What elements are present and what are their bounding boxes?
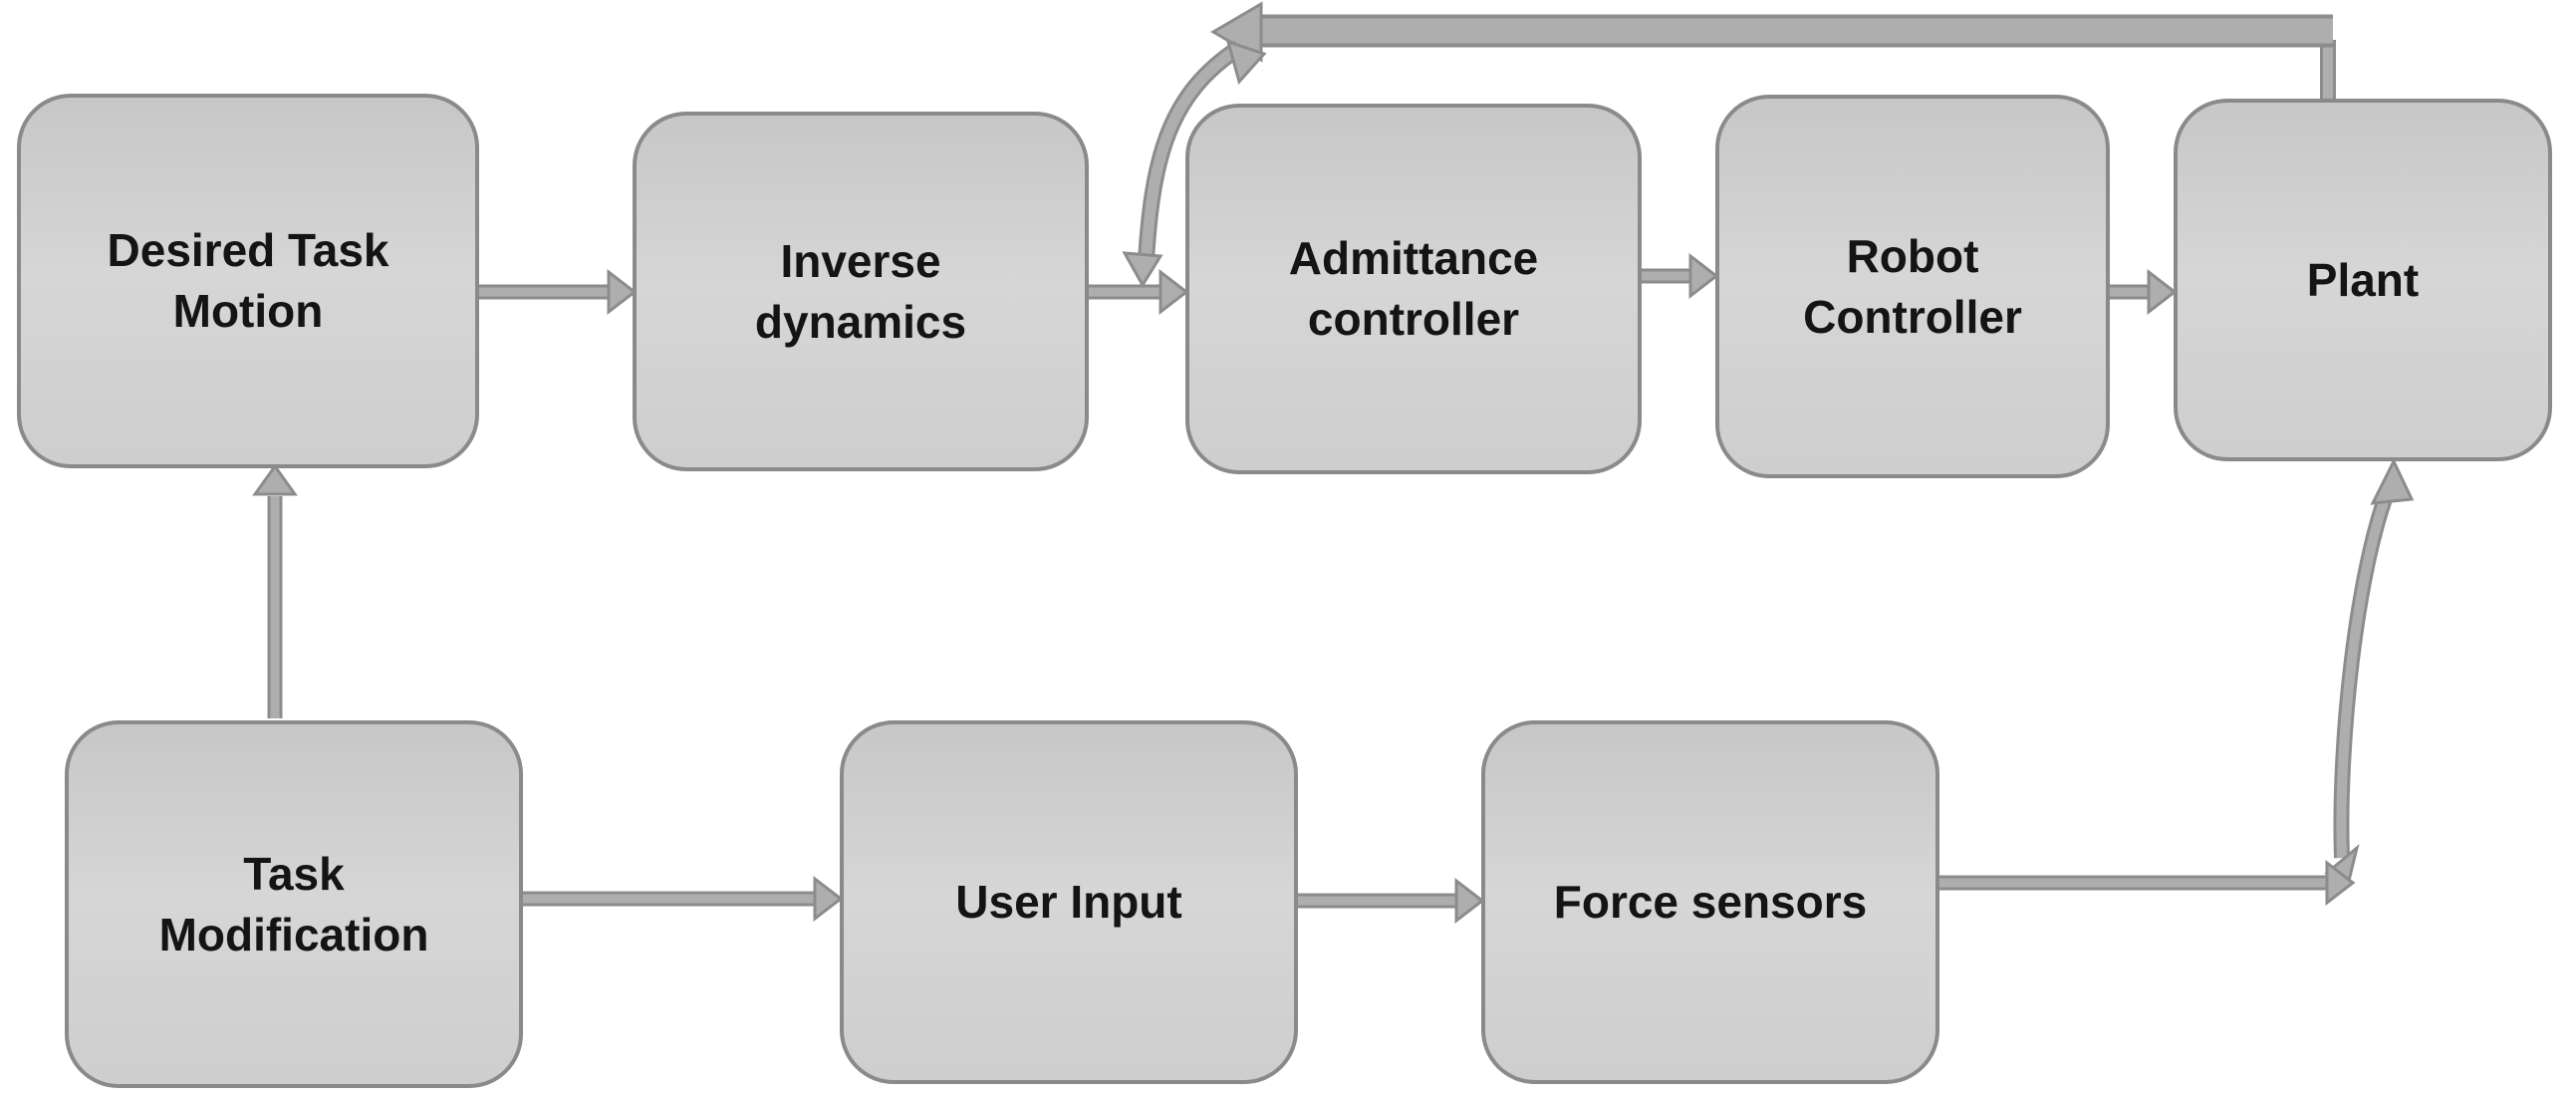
big-left-arrowhead — [1210, 1, 1263, 63]
up-arrowhead — [2370, 457, 2415, 505]
node-inverse-dynamics: Inverse dynamics — [633, 112, 1089, 471]
edge-feedback-curve-to-plant — [2324, 457, 2415, 888]
edge-userinput-to-forcesensors — [1298, 877, 1485, 925]
right-arrowhead — [813, 875, 844, 923]
edge-taskmod-to-userinput — [523, 875, 844, 923]
edge-inverse-to-admittance — [1089, 268, 1189, 316]
right-arrowhead — [607, 268, 638, 316]
node-label: Admittance controller — [1288, 232, 1539, 345]
node-label: Force sensors — [1553, 876, 1868, 929]
edge-plant-to-feedback-bar — [1210, 1, 2336, 99]
small-upleft-arrowhead — [1225, 39, 1267, 86]
right-arrowhead — [2325, 859, 2356, 907]
node-label: Robot Controller — [1803, 229, 2022, 343]
edge-taskmod-to-desired — [252, 463, 298, 718]
node-label: Task Modification — [158, 847, 429, 961]
edge-admittance-to-robot — [1642, 252, 1719, 300]
node-desired-task-motion: Desired Task Motion — [17, 94, 479, 468]
node-label: User Input — [955, 876, 1182, 929]
node-label: Plant — [2306, 253, 2420, 306]
node-task-modification: Task Modification — [65, 720, 523, 1088]
node-label: Inverse dynamics — [754, 234, 967, 348]
edge-forcesensors-to-plant-junction — [1939, 859, 2356, 907]
up-arrowhead — [252, 463, 298, 496]
node-robot-controller: Robot Controller — [1715, 95, 2110, 478]
edge-desired-to-inverse — [479, 268, 638, 316]
right-arrowhead — [2147, 268, 2178, 316]
right-arrowhead — [1688, 252, 1719, 300]
node-label: Desired Task Motion — [107, 224, 389, 337]
right-arrowhead — [1454, 877, 1485, 925]
edge-robot-to-plant — [2110, 268, 2178, 316]
down-arrowhead — [1122, 251, 1163, 288]
right-arrowhead — [1159, 268, 1189, 316]
small-downleft-arrowhead — [2324, 843, 2360, 888]
node-plant: Plant — [2174, 99, 2552, 461]
node-admittance-controller: Admittance controller — [1185, 104, 1642, 474]
node-force-sensors: Force sensors — [1481, 720, 1939, 1084]
node-user-input: User Input — [840, 720, 1298, 1084]
